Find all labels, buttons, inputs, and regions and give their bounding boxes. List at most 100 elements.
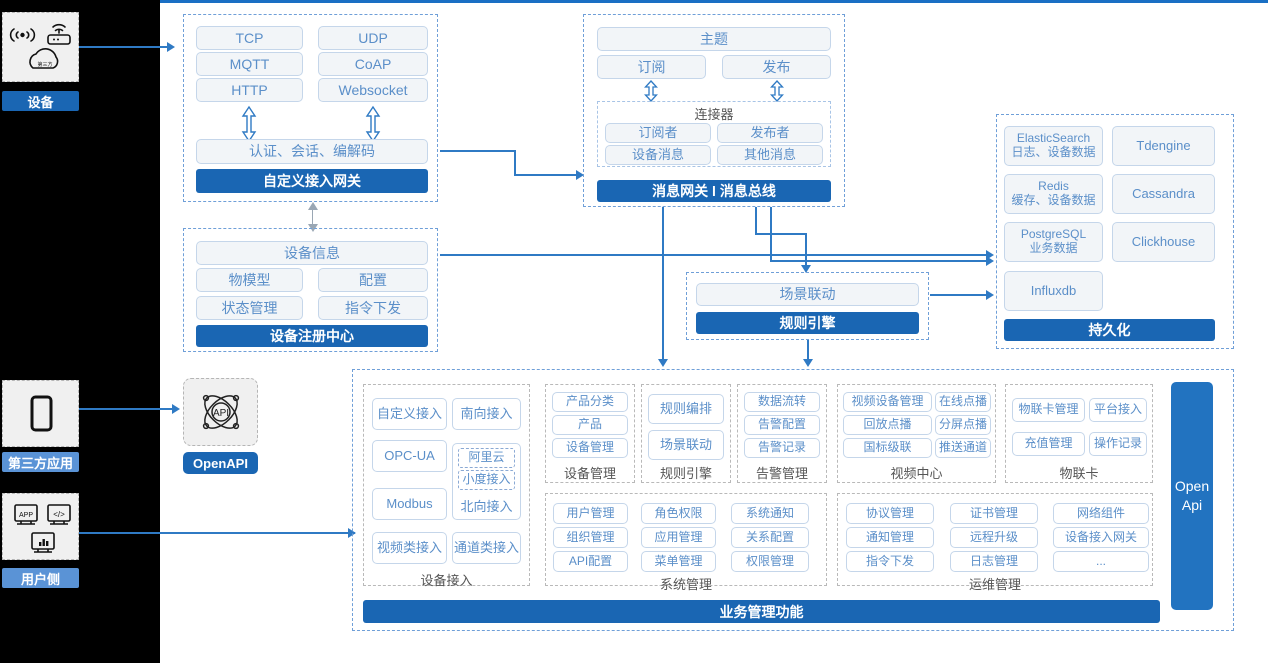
group-ops-management (837, 493, 1153, 586)
re-rule-orchestration[interactable]: 规则编排 (648, 394, 724, 424)
vc-gb-cascade[interactable]: 国标级联 (843, 438, 932, 458)
registry-title: 设备注册中心 (196, 325, 428, 347)
ic-platform-access[interactable]: 平台接入 (1089, 398, 1147, 422)
rail-icon-box-device: 第三方 (2, 12, 79, 82)
protocol-tcp[interactable]: TCP (196, 26, 303, 50)
connector-rules-to-persist (930, 294, 988, 296)
protocol-websocket[interactable]: Websocket (318, 78, 428, 102)
sm-user-management[interactable]: 用户管理 (553, 503, 628, 524)
sm-org-management[interactable]: 组织管理 (553, 527, 628, 548)
sm-relation-config[interactable]: 关系配置 (731, 527, 809, 548)
sm-menu-management[interactable]: 菜单管理 (641, 551, 716, 572)
vc-playback-vod[interactable]: 回放点播 (843, 415, 932, 435)
db-name: PostgreSQL (1020, 227, 1087, 242)
protocol-http[interactable]: HTTP (196, 78, 303, 102)
mobile-phone-icon (30, 395, 53, 432)
bus-device-message[interactable]: 设备消息 (605, 145, 711, 165)
chip-text: 推送通道 (938, 440, 987, 455)
open-api-vertical-bar[interactable]: Open Api (1171, 382, 1213, 610)
re-scene-linkage[interactable]: 场景联动 (648, 430, 724, 460)
vc-video-device-management[interactable]: 视频设备管理 (843, 392, 932, 412)
ic-operation-records[interactable]: 操作记录 (1089, 432, 1147, 456)
connector-gateway-to-bus-h1 (440, 150, 515, 152)
chip-text: Cassandra (1132, 185, 1195, 201)
sm-system-notification[interactable]: 系统通知 (731, 503, 809, 524)
group-label-text: 视频中心 (890, 466, 943, 481)
am-alarm-records[interactable]: 告警记录 (744, 438, 820, 458)
rules-scene-linkage[interactable]: 场景联动 (696, 283, 919, 306)
om-certificate-management[interactable]: 证书管理 (950, 503, 1038, 524)
group-label-text: 物联卡 (1059, 466, 1099, 481)
db-clickhouse[interactable]: Clickhouse (1112, 222, 1215, 262)
registry-command-dispatch[interactable]: 指令下发 (318, 296, 428, 320)
da-southbound-access[interactable]: 南向接入 (452, 398, 521, 430)
group-device-management (545, 384, 635, 483)
chip-text: 组织管理 (566, 529, 615, 544)
da-aliyun[interactable]: 阿里云 (458, 448, 515, 468)
om-notification-management[interactable]: 通知管理 (846, 527, 934, 548)
db-elasticsearch[interactable]: ElasticSearch 日志、设备数据 (1004, 126, 1103, 166)
arrow-gateway-to-bus (576, 170, 584, 180)
db-cassandra[interactable]: Cassandra (1112, 174, 1215, 214)
vc-split-screen-vod[interactable]: 分屏点播 (935, 415, 991, 435)
db-influxdb[interactable]: Influxdb (1004, 271, 1103, 311)
da-custom-access[interactable]: 自定义接入 (372, 398, 447, 430)
rail-label-third-party: 第三方应用 (2, 452, 79, 472)
da-video-access[interactable]: 视频类接入 (372, 532, 447, 564)
om-device-access-gateway[interactable]: 设备接入网关 (1053, 527, 1149, 548)
sm-role-permission[interactable]: 角色权限 (641, 503, 716, 524)
db-postgresql[interactable]: PostgreSQL 业务数据 (1004, 222, 1103, 262)
db-redis[interactable]: Redis 缓存、设备数据 (1004, 174, 1103, 214)
chip-text: Tdengine (1136, 137, 1191, 153)
protocol-coap[interactable]: CoAP (318, 52, 428, 76)
ic-recharge-management[interactable]: 充值管理 (1012, 432, 1085, 456)
connector-userside-to-business (79, 532, 355, 534)
om-command-dispatch[interactable]: 指令下发 (846, 551, 934, 572)
bus-subscriber[interactable]: 订阅者 (605, 123, 711, 143)
dm-device-management[interactable]: 设备管理 (552, 438, 628, 458)
ic-card-management[interactable]: 物联卡管理 (1012, 398, 1085, 422)
chip-text: 操作记录 (1093, 436, 1142, 451)
om-remote-upgrade[interactable]: 远程升级 (950, 527, 1038, 548)
om-log-management[interactable]: 日志管理 (950, 551, 1038, 572)
arrow-bus-to-business (658, 359, 668, 367)
dm-product[interactable]: 产品 (552, 415, 628, 435)
chip-text: 自定义接入 (376, 405, 442, 421)
chip-text: API配置 (568, 553, 613, 568)
sm-api-config[interactable]: API配置 (553, 551, 628, 572)
sm-permission-management[interactable]: 权限管理 (731, 551, 809, 572)
am-alarm-config[interactable]: 告警配置 (744, 415, 820, 435)
vc-online-vod[interactable]: 在线点播 (935, 392, 991, 412)
bus-publisher[interactable]: 发布者 (717, 123, 823, 143)
bus-topic[interactable]: 主题 (597, 27, 831, 51)
sm-app-management[interactable]: 应用管理 (641, 527, 716, 548)
vc-push-channel[interactable]: 推送通道 (935, 438, 991, 458)
da-channel-access[interactable]: 通道类接入 (452, 532, 521, 564)
da-modbus[interactable]: Modbus (372, 488, 447, 520)
dm-product-category[interactable]: 产品分类 (552, 392, 628, 412)
connector-registry-to-persist (440, 254, 989, 256)
chip-text: 菜单管理 (654, 553, 703, 568)
svg-text:APP: APP (19, 512, 33, 519)
registry-state-management[interactable]: 状态管理 (196, 296, 303, 320)
om-network-components[interactable]: 网络组件 (1053, 503, 1149, 524)
registry-device-info[interactable]: 设备信息 (196, 241, 428, 265)
protocol-mqtt[interactable]: MQTT (196, 52, 303, 76)
arrow-thirdparty-to-openapi (172, 404, 180, 414)
bus-other-message[interactable]: 其他消息 (717, 145, 823, 165)
arrow-registry-to-persist (986, 250, 994, 260)
bus-publish[interactable]: 发布 (722, 55, 831, 79)
registry-thing-model[interactable]: 物模型 (196, 268, 303, 292)
registry-config[interactable]: 配置 (318, 268, 428, 292)
openapi-label[interactable]: OpenAPI (183, 452, 258, 474)
om-protocol-management[interactable]: 协议管理 (846, 503, 934, 524)
bus-subscribe[interactable]: 订阅 (597, 55, 706, 79)
om-more[interactable]: ... (1053, 551, 1149, 572)
group-rule-engine (641, 384, 731, 483)
gateway-auth-session-codec[interactable]: 认证、会话、编解码 (196, 139, 428, 164)
da-xiaodu-access[interactable]: 小度接入 (458, 470, 515, 490)
protocol-udp[interactable]: UDP (318, 26, 428, 50)
am-data-flow[interactable]: 数据流转 (744, 392, 820, 412)
db-tdengine[interactable]: Tdengine (1112, 126, 1215, 166)
da-opc-ua[interactable]: OPC-UA (372, 440, 447, 472)
